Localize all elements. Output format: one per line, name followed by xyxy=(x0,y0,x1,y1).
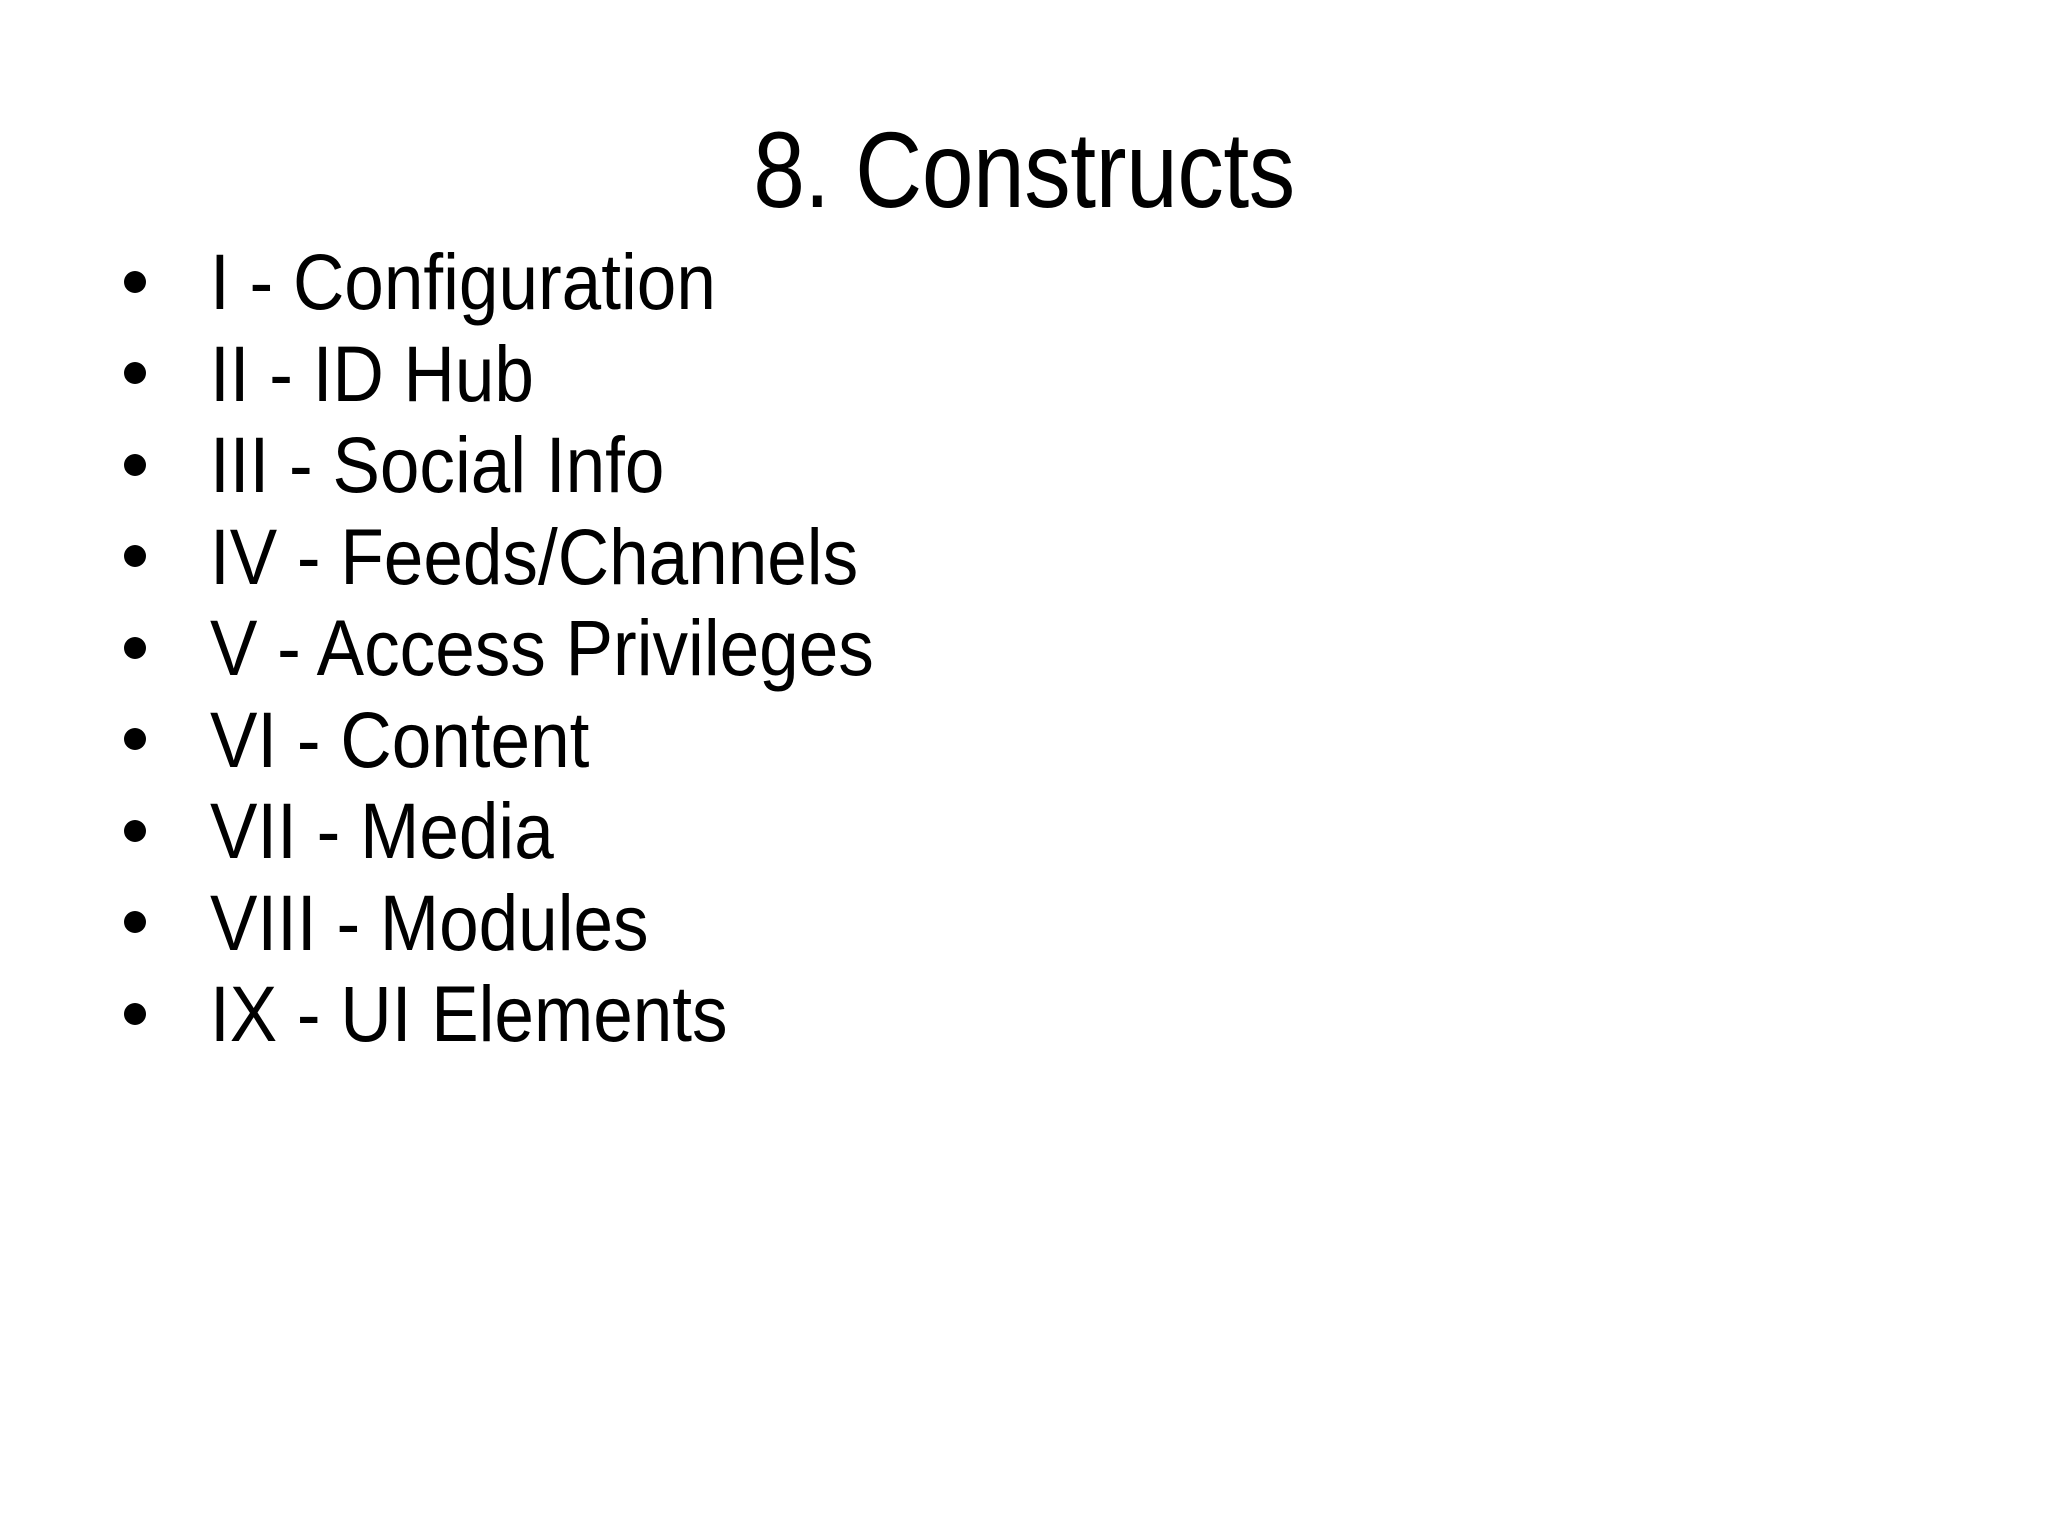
bullet-icon xyxy=(124,819,146,842)
list-item-label: IV - Feeds/Channels xyxy=(210,511,859,601)
bullet-icon xyxy=(124,453,146,476)
list-item[interactable]: V - Access Privileges xyxy=(0,602,2048,694)
bullet-icon xyxy=(124,545,146,568)
bullet-icon xyxy=(124,362,146,385)
bullet-icon xyxy=(124,728,146,751)
list-item[interactable]: I - Configuration xyxy=(0,236,2048,328)
list-item-label: IX - UI Elements xyxy=(210,969,728,1058)
list-item-label: VII - Media xyxy=(210,786,554,875)
list-item-label: VIII - Modules xyxy=(210,877,649,967)
list-item-label: II - ID Hub xyxy=(210,328,534,418)
list-item[interactable]: IX - UI Elements xyxy=(0,968,2048,1060)
list-item-label: VI - Content xyxy=(210,694,590,784)
list-item-label: III - Social Info xyxy=(210,420,665,509)
list-item[interactable]: VIII - Modules xyxy=(0,877,2048,969)
page-title: 8. Constructs xyxy=(753,109,1295,231)
list-item[interactable]: IV - Feeds/Channels xyxy=(0,511,2048,603)
list-item-label: V - Access Privileges xyxy=(210,603,874,692)
list-item[interactable]: III - Social Info xyxy=(0,419,2048,511)
list-item-label: I - Configuration xyxy=(210,237,716,326)
bullet-icon xyxy=(124,636,146,659)
constructs-bullet-list: I - Configuration II - ID Hub III - Soci… xyxy=(0,236,2048,1060)
list-item[interactable]: II - ID Hub xyxy=(0,328,2048,420)
list-item[interactable]: VII - Media xyxy=(0,785,2048,877)
bullet-icon xyxy=(124,1002,146,1025)
bullet-icon xyxy=(124,270,146,293)
list-item[interactable]: VI - Content xyxy=(0,694,2048,786)
bullet-icon xyxy=(124,911,146,934)
